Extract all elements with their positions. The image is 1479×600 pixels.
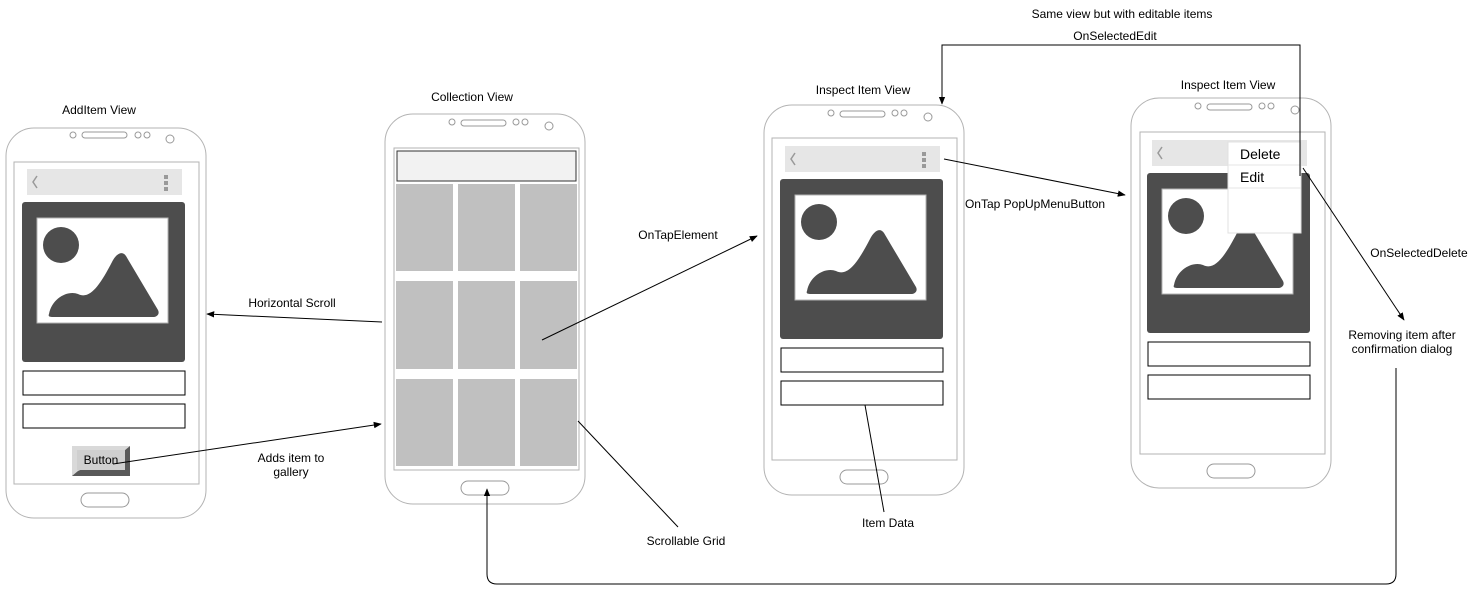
add-button[interactable] (72, 446, 130, 476)
title-add-item-view: AddItem View (62, 103, 136, 117)
image-placeholder-icon (22, 202, 185, 362)
arrow-back-to-collection (483, 368, 1397, 585)
text-field[interactable] (1147, 341, 1311, 367)
phone-inspect-item-menu (1130, 97, 1332, 489)
menu-item-edit[interactable]: Edit (1240, 169, 1265, 185)
phone-add-item (5, 127, 207, 519)
label-on-tap-element: OnTapElement (638, 228, 718, 242)
label-scrollable-grid: Scrollable Grid (646, 534, 726, 548)
arrow-horizontal-scroll (206, 311, 383, 323)
phone-collection (384, 113, 586, 505)
connectors (112, 44, 1405, 585)
title-inspect-item-view-menu: Inspect Item View (1180, 78, 1276, 92)
image-placeholder-icon (780, 179, 943, 339)
toolbar (785, 146, 940, 172)
item-data-field (780, 380, 944, 406)
label-item-data: Item Data (861, 516, 915, 530)
arrow-on-selected-edit (938, 44, 1301, 176)
text-field[interactable] (22, 403, 186, 429)
chevron-left-icon[interactable] (1157, 146, 1163, 160)
line-item-data (864, 404, 885, 513)
label-on-selected-delete: OnSelectedDelete (1370, 246, 1468, 260)
line-scrollable-grid (577, 420, 679, 528)
label-horizontal-scroll: Horizontal Scroll (248, 296, 336, 310)
chevron-left-icon[interactable] (790, 152, 796, 166)
toolbar (27, 169, 182, 195)
arrow-adds-item (112, 421, 382, 465)
popup-menu (1227, 141, 1302, 234)
title-collection-view: Collection View (431, 90, 513, 104)
text-field[interactable] (1147, 374, 1311, 400)
arrow-on-tap-popup (943, 158, 1126, 197)
phone-inspect-item (763, 104, 965, 496)
text-field[interactable] (22, 370, 186, 396)
label-same-view: Same view but with editable items (1031, 7, 1213, 21)
add-button-label[interactable]: Button (83, 453, 119, 467)
search-bar[interactable] (396, 150, 577, 182)
label-adds-item: Adds item to gallery (257, 451, 325, 479)
label-on-selected-edit: OnSelectedEdit (1073, 29, 1157, 43)
title-inspect-item-view: Inspect Item View (815, 83, 911, 97)
overflow-menu-icon[interactable] (164, 175, 168, 191)
arrow-on-tap-element (541, 235, 758, 341)
item-data-field (780, 347, 944, 373)
scrollable-grid[interactable] (396, 184, 577, 466)
label-removing-item: Removing item after confirmation dialog (1348, 328, 1456, 356)
arrow-on-selected-delete (1302, 167, 1405, 321)
chevron-left-icon[interactable] (32, 175, 38, 189)
overflow-menu-icon[interactable] (922, 152, 926, 168)
menu-item-delete[interactable]: Delete (1240, 146, 1281, 162)
label-on-tap-popup: OnTap PopUpMenuButton (964, 197, 1106, 211)
